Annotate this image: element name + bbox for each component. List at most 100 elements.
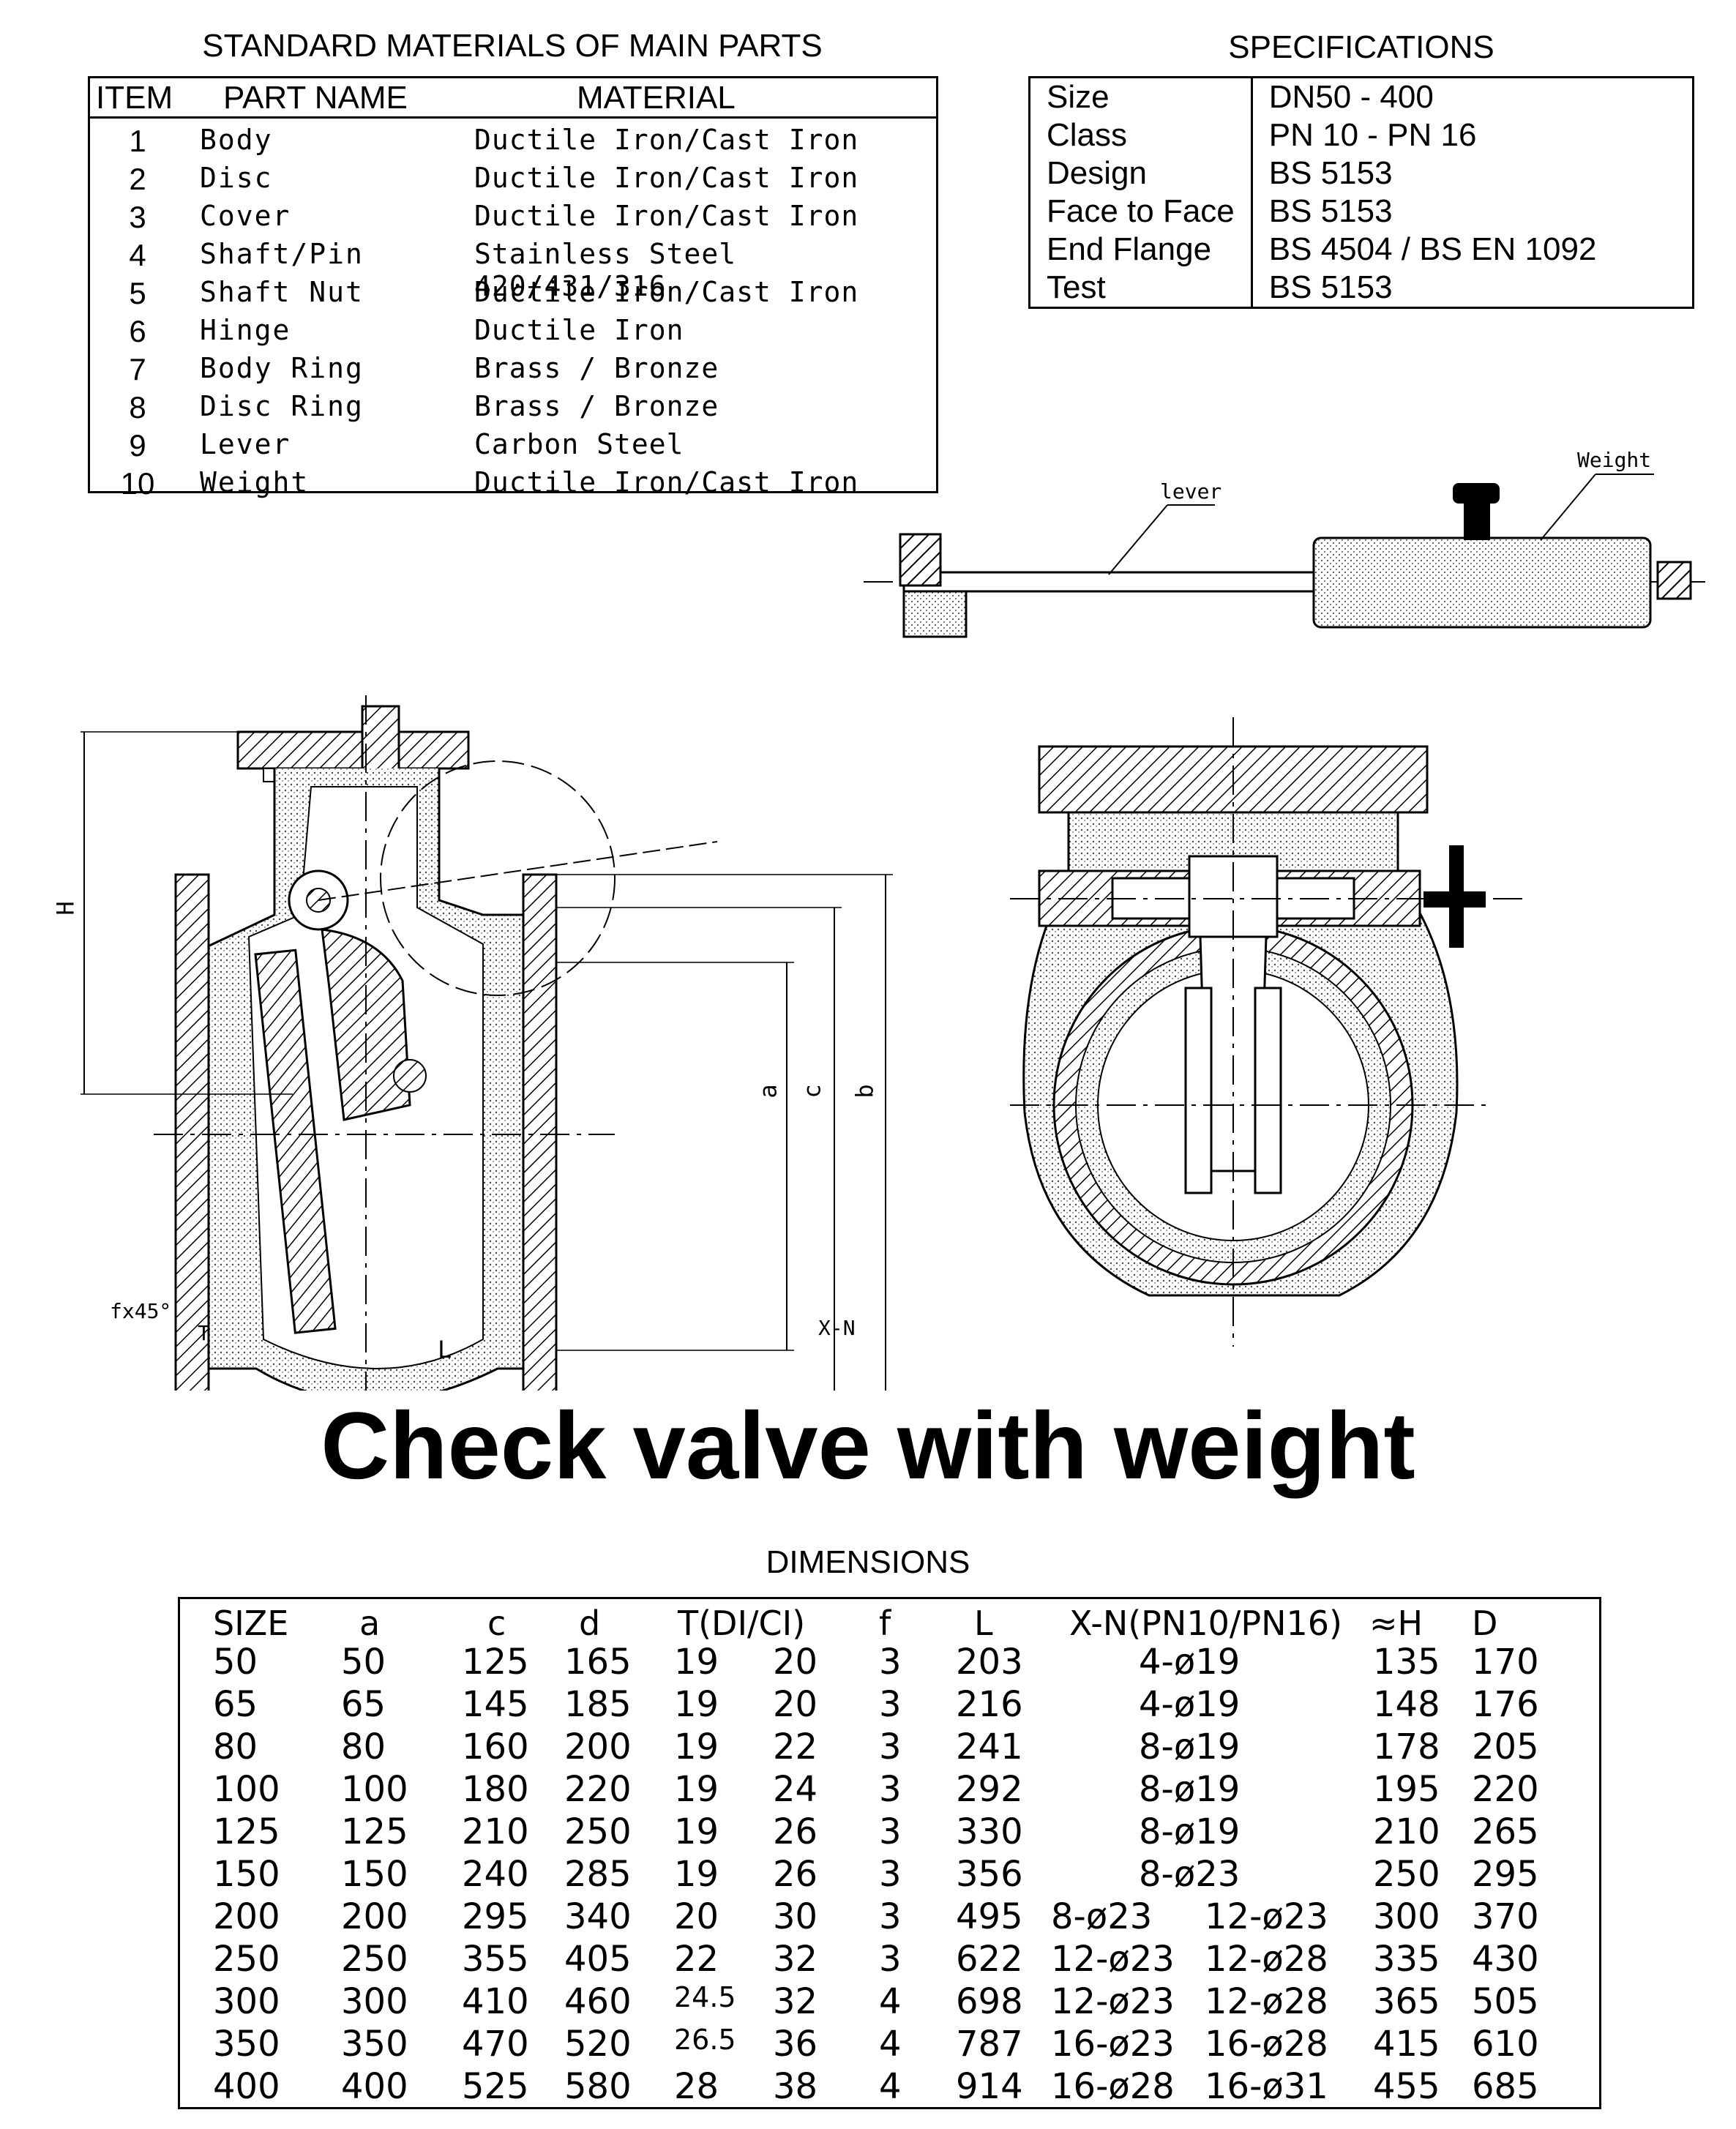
dimensions-cell: 216 xyxy=(956,1684,1023,1725)
dimensions-cell: 19 xyxy=(674,1726,719,1767)
dimensions-cell: 4 xyxy=(879,1981,902,2022)
label-H: H xyxy=(51,901,80,916)
dimensions-cell: 16-ø31 xyxy=(1205,2066,1328,2107)
materials-caption: STANDARD MATERIALS OF MAIN PARTS xyxy=(202,28,823,64)
dimensions-cell: 505 xyxy=(1472,1981,1539,2022)
dimensions-cell: 125 xyxy=(462,1642,529,1683)
dimensions-cell: 200 xyxy=(341,1896,408,1937)
dimensions-cell: 3 xyxy=(879,1769,902,1810)
materials-item: 4 xyxy=(129,238,146,272)
dimensions-cell: 240 xyxy=(462,1854,529,1895)
dimensions-cell: 415 xyxy=(1373,2024,1440,2065)
materials-row: 6 Hinge Ductile Iron xyxy=(90,314,936,352)
dimensions-cell: 685 xyxy=(1472,2066,1539,2107)
dimensions-cell: 38 xyxy=(773,2066,818,2107)
dimensions-cell: 19 xyxy=(674,1684,719,1725)
weight-body xyxy=(1312,536,1652,629)
dimensions-cell: 19 xyxy=(674,1642,719,1683)
materials-material: Brass / Bronze xyxy=(474,390,719,422)
dimensions-cell: 19 xyxy=(674,1769,719,1810)
label-a: a xyxy=(754,1084,782,1099)
dimensions-cell: 460 xyxy=(564,1981,632,2022)
dimensions-cell: 3 xyxy=(879,1642,902,1683)
dimensions-cell: 135 xyxy=(1373,1642,1440,1683)
spec-key: Face to Face xyxy=(1029,192,1253,231)
materials-item: 2 xyxy=(129,162,146,196)
dimensions-header: c xyxy=(487,1604,506,1643)
dimensions-cell: 370 xyxy=(1472,1896,1539,1937)
spec-value: BS 5153 xyxy=(1268,269,1393,305)
materials-item: 6 xyxy=(129,314,146,348)
dimensions-cell: 350 xyxy=(213,2024,280,2065)
materials-material: Ductile Iron/Cast Iron xyxy=(474,276,859,308)
dimensions-cell: 400 xyxy=(341,2066,408,2107)
dimensions-header: X-N(PN10/PN16) xyxy=(1069,1604,1342,1643)
dimensions-cell: 8-ø19 xyxy=(1139,1726,1241,1767)
dimensions-cell: 340 xyxy=(564,1896,632,1937)
spec-value: BS 5153 xyxy=(1268,155,1393,191)
dimensions-cell: 185 xyxy=(564,1684,632,1725)
dimensions-cell: 22 xyxy=(773,1726,818,1767)
dimensions-cell: 19 xyxy=(674,1811,719,1852)
dimensions-cell: 80 xyxy=(341,1726,386,1767)
materials-material: Stainless Steel 420/431/316 xyxy=(474,238,737,302)
dimensions-cell: 176 xyxy=(1472,1684,1539,1725)
dimensions-cell: 125 xyxy=(341,1811,408,1852)
dimensions-cell: 170 xyxy=(1472,1642,1539,1683)
dimensions-cell: 405 xyxy=(564,1939,632,1980)
materials-material: Carbon Steel xyxy=(474,428,684,460)
dimensions-cell: 50 xyxy=(341,1642,386,1683)
materials-part-name: Body xyxy=(200,124,273,156)
dimensions-cell: 8-ø23 xyxy=(1139,1854,1241,1895)
dimensions-cell: 210 xyxy=(462,1811,529,1852)
dimensions-cell: 455 xyxy=(1373,2066,1440,2107)
materials-material: Ductile Iron/Cast Iron xyxy=(474,466,859,498)
dimensions-cell: 28 xyxy=(674,2066,719,2107)
spec-value: PN 10 - PN 16 xyxy=(1268,117,1477,153)
label-weight: Weight xyxy=(1577,448,1652,472)
dimensions-cell: 300 xyxy=(213,1981,280,2022)
dimensions-cell: 160 xyxy=(462,1726,529,1767)
materials-material: Ductile Iron xyxy=(474,314,684,346)
dimensions-cell: 250 xyxy=(213,1939,280,1980)
dimensions-cell: 4-ø19 xyxy=(1139,1684,1241,1725)
dimensions-cell: 12-ø23 xyxy=(1051,1939,1175,1980)
materials-material: Ductile Iron/Cast Iron xyxy=(474,162,859,194)
materials-part-name: Shaft Nut xyxy=(200,276,364,308)
dimensions-cell: 914 xyxy=(956,2066,1023,2107)
dimensions-cell: 410 xyxy=(462,1981,529,2022)
dimensions-cell: 4 xyxy=(879,2024,902,2065)
dimensions-cell: 210 xyxy=(1373,1811,1440,1852)
spec-value: BS 5153 xyxy=(1268,193,1393,229)
specs-caption: SPECIFICATIONS xyxy=(1228,29,1494,65)
header-material: MATERIAL xyxy=(577,80,736,116)
spec-key: Size xyxy=(1029,77,1253,116)
dimensions-cell: 698 xyxy=(956,1981,1023,2022)
label-b: b xyxy=(850,1084,879,1099)
materials-material: Ductile Iron/Cast Iron xyxy=(474,200,859,232)
dimensions-cell: 430 xyxy=(1472,1939,1539,1980)
dimensions-cell: 580 xyxy=(564,2066,632,2107)
label-fx45: fx45° xyxy=(110,1299,172,1323)
dimensions-cell: 165 xyxy=(564,1642,632,1683)
dimensions-cell: 335 xyxy=(1373,1939,1440,1980)
dimensions-cell: 12-ø23 xyxy=(1205,1896,1328,1937)
dimensions-cell: 150 xyxy=(213,1854,280,1895)
materials-item: 3 xyxy=(129,200,146,234)
dimensions-caption: DIMENSIONS xyxy=(766,1544,970,1580)
dimensions-cell: 150 xyxy=(341,1854,408,1895)
materials-part-name: Hinge xyxy=(200,314,291,346)
lever-weight-drawing xyxy=(864,474,1705,638)
dimensions-cell: 400 xyxy=(213,2066,280,2107)
